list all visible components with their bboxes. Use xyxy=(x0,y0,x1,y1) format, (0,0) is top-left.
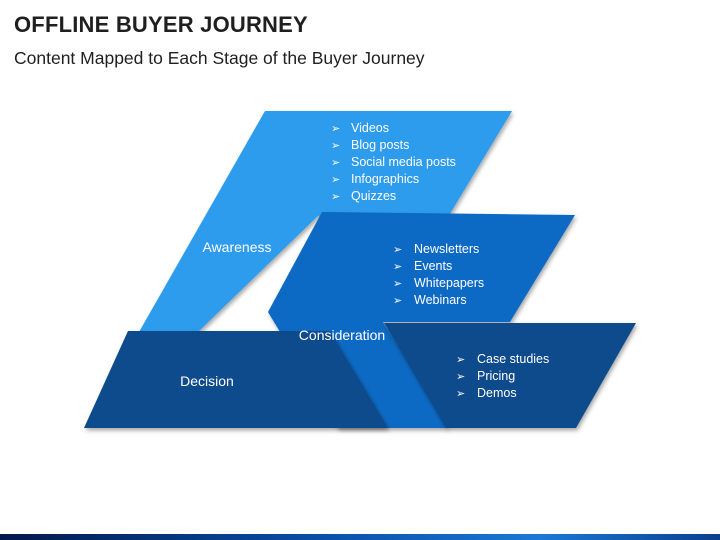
consideration-content-list: ➢ Newsletters ➢ Events ➢ Whitepapers ➢ W… xyxy=(393,242,484,307)
stage-label-awareness: Awareness xyxy=(202,239,271,255)
list-item: Quizzes xyxy=(351,189,396,203)
bullet-arrow-icon: ➢ xyxy=(331,139,340,152)
decision-left-band xyxy=(84,331,388,428)
list-item: Newsletters xyxy=(414,242,479,256)
awareness-left-leg xyxy=(139,111,322,332)
bullet-arrow-icon: ➢ xyxy=(393,243,402,256)
awareness-shape xyxy=(139,111,512,332)
list-item: Events xyxy=(414,259,452,273)
awareness-content-list: ➢ Videos ➢ Blog posts ➢ Social media pos… xyxy=(331,121,456,203)
list-item: Whitepapers xyxy=(414,276,484,290)
bullet-arrow-icon: ➢ xyxy=(331,190,340,203)
decision-right-band xyxy=(384,323,636,428)
page-subtitle: Content Mapped to Each Stage of the Buye… xyxy=(14,48,425,68)
bullet-arrow-icon: ➢ xyxy=(331,173,340,186)
list-item: Infographics xyxy=(351,172,419,186)
bullet-arrow-icon: ➢ xyxy=(331,122,340,135)
bullet-arrow-icon: ➢ xyxy=(456,353,465,366)
list-item: Demos xyxy=(477,386,517,400)
page-title: OFFLINE BUYER JOURNEY xyxy=(14,12,308,37)
decision-shape xyxy=(84,323,636,428)
bullet-arrow-icon: ➢ xyxy=(456,387,465,400)
list-item: Pricing xyxy=(477,369,515,383)
bullet-arrow-icon: ➢ xyxy=(393,277,402,290)
bullet-arrow-icon: ➢ xyxy=(456,370,465,383)
stage-label-decision: Decision xyxy=(180,373,234,389)
list-item: Blog posts xyxy=(351,138,409,152)
decision-content-list: ➢ Case studies ➢ Pricing ➢ Demos xyxy=(456,352,549,400)
bullet-arrow-icon: ➢ xyxy=(331,156,340,169)
bullet-arrow-icon: ➢ xyxy=(393,260,402,273)
list-item: Social media posts xyxy=(351,155,456,169)
awareness-top-band xyxy=(265,111,512,222)
list-item: Case studies xyxy=(477,352,549,366)
bullet-arrow-icon: ➢ xyxy=(393,294,402,307)
list-item: Videos xyxy=(351,121,389,135)
footer-accent-bar xyxy=(0,534,720,540)
stage-label-consideration: Consideration xyxy=(299,327,385,343)
list-item: Webinars xyxy=(414,293,467,307)
